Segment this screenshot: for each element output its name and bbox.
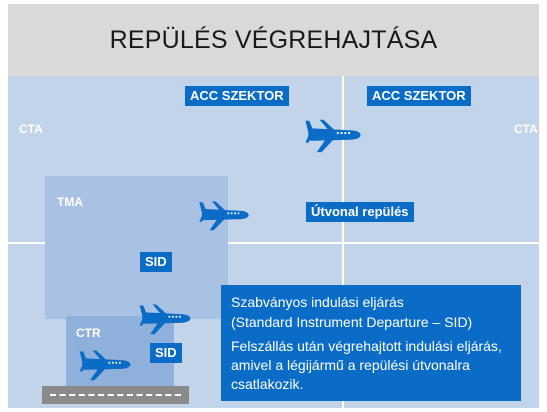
acc-sector-tag-1: ACC SZEKTOR: [185, 86, 289, 106]
route-flight-tag: Útvonal repülés: [306, 202, 414, 222]
flight-execution-diagram: REPÜLÉS VÉGREHAJTÁSA CTA CTA TMA CTR ACC…: [8, 4, 539, 408]
sector-divider-horizontal: [8, 242, 539, 244]
info-title-line-1: Szabványos indulási eljárás: [231, 294, 404, 310]
cta-label-left: CTA: [19, 122, 43, 136]
airplane-icon: [198, 198, 250, 232]
runway: [42, 386, 189, 404]
info-title-line-2: (Standard Instrument Departure – SID): [231, 314, 473, 330]
ctr-label: CTR: [76, 326, 101, 340]
cta-label-right: CTA: [514, 122, 538, 136]
diagram-header: REPÜLÉS VÉGREHAJTÁSA: [8, 4, 539, 76]
info-description: Felszállás után végrehajtott indulási el…: [231, 338, 502, 392]
diagram-title: REPÜLÉS VÉGREHAJTÁSA: [109, 25, 438, 54]
airplane-icon: [78, 347, 132, 382]
tma-zone: [45, 176, 228, 319]
sid-info-box: Szabványos indulási eljárás (Standard In…: [221, 285, 521, 401]
acc-sector-tag-2: ACC SZEKTOR: [367, 86, 471, 106]
sid-tag-tma: SID: [140, 252, 172, 272]
runway-centerline: [50, 394, 181, 396]
tma-label: TMA: [57, 195, 83, 209]
airplane-icon: [138, 301, 192, 336]
airplane-icon: [304, 116, 362, 154]
sid-tag-ctr: SID: [150, 343, 182, 363]
